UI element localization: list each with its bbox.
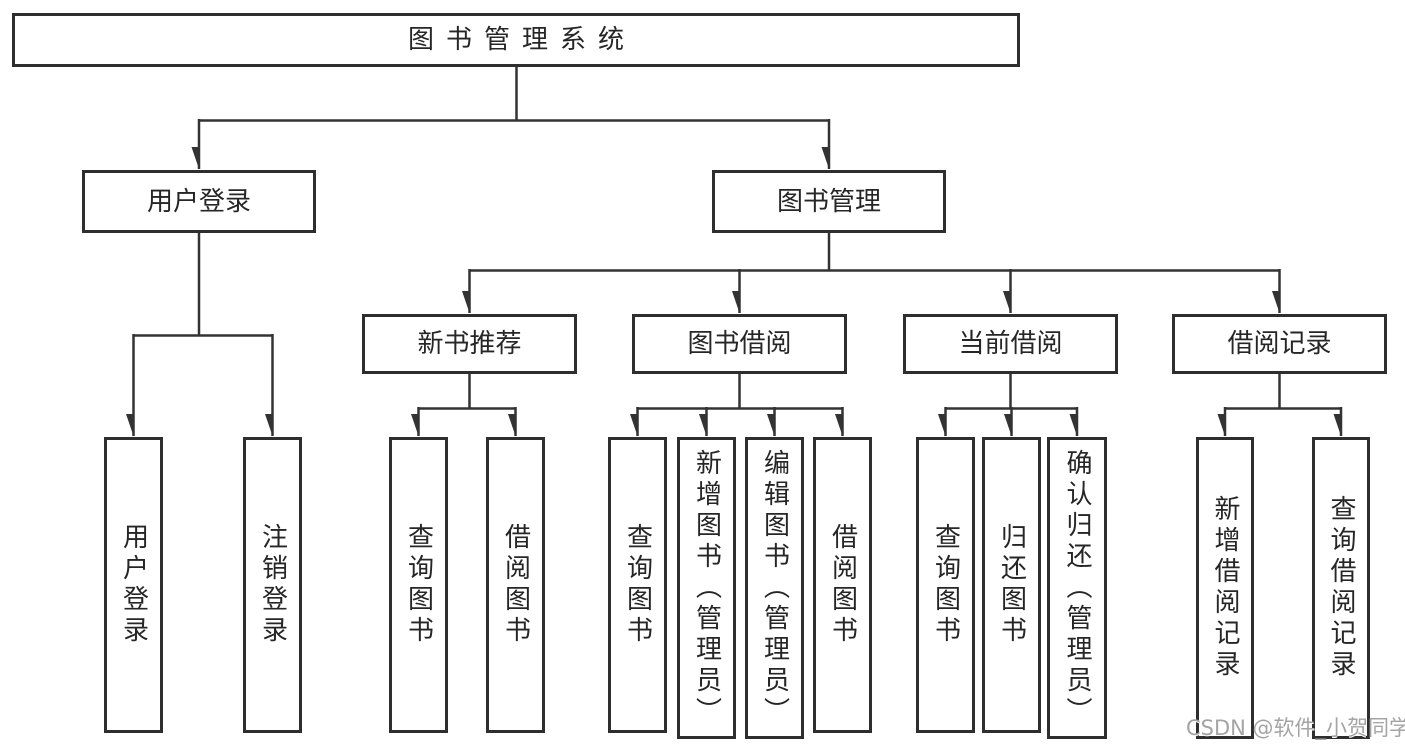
leaf-query-books-borrow: 查询图书 bbox=[608, 437, 667, 733]
node-label: 图书借阅 bbox=[687, 329, 792, 359]
leaf-logout: 注销登录 bbox=[243, 437, 302, 733]
leaf-label: 用户登录 bbox=[118, 523, 149, 647]
leaf-label: 查询图书 bbox=[622, 523, 653, 647]
node-label: 当前借阅 bbox=[958, 329, 1063, 359]
leaf-label: 归还图书 bbox=[996, 523, 1027, 647]
leaf-query-books-recommend: 查询图书 bbox=[389, 437, 448, 733]
node-label: 用户登录 bbox=[146, 186, 251, 217]
leaf-edit-books-admin: 编辑图书（管理员） bbox=[745, 437, 804, 739]
leaf-confirm-return-admin: 确认归还（管理员） bbox=[1047, 437, 1107, 739]
node-user-login: 用户登录 bbox=[82, 170, 316, 233]
leaf-label: 借阅图书 bbox=[827, 523, 858, 647]
leaf-borrow-books: 借阅图书 bbox=[813, 437, 872, 733]
leaf-label: 查询图书 bbox=[930, 523, 961, 647]
node-label: 借阅记录 bbox=[1227, 329, 1332, 359]
leaf-label: 新增借阅记录 bbox=[1210, 495, 1240, 681]
leaf-label: 编辑图书（管理员） bbox=[759, 448, 790, 728]
leaf-label: 借阅图书 bbox=[500, 523, 531, 647]
node-library-management-system: 图书管理系统 bbox=[12, 13, 1020, 67]
leaf-user-login: 用户登录 bbox=[104, 437, 163, 733]
leaf-label: 查询图书 bbox=[403, 523, 434, 647]
node-new-book-recommendation: 新书推荐 bbox=[362, 314, 577, 374]
node-current-borrowing: 当前借阅 bbox=[903, 314, 1118, 374]
leaf-borrow-books-recommend: 借阅图书 bbox=[486, 437, 545, 733]
leaf-label: 确认归还（管理员） bbox=[1062, 448, 1092, 728]
leaf-add-books-admin: 新增图书（管理员） bbox=[677, 437, 736, 739]
leaf-query-books-current: 查询图书 bbox=[916, 437, 975, 733]
csdn-watermark: CSDN @软件_小贺同学 bbox=[1186, 716, 1405, 740]
leaf-label: 新增图书（管理员） bbox=[691, 448, 722, 728]
node-label: 图书管理系统 bbox=[407, 25, 636, 55]
leaf-query-borrow-record: 查询借阅记录 bbox=[1312, 437, 1370, 739]
leaf-label: 查询借阅记录 bbox=[1326, 495, 1356, 681]
node-label: 图书管理 bbox=[776, 186, 881, 217]
node-book-borrowing: 图书借阅 bbox=[632, 314, 847, 374]
node-label: 新书推荐 bbox=[417, 329, 522, 359]
leaf-label: 注销登录 bbox=[257, 523, 288, 647]
leaf-add-borrow-record: 新增借阅记录 bbox=[1196, 437, 1254, 739]
node-book-management: 图书管理 bbox=[712, 170, 946, 233]
leaf-return-books: 归还图书 bbox=[982, 437, 1041, 733]
node-borrowing-records: 借阅记录 bbox=[1172, 314, 1387, 374]
